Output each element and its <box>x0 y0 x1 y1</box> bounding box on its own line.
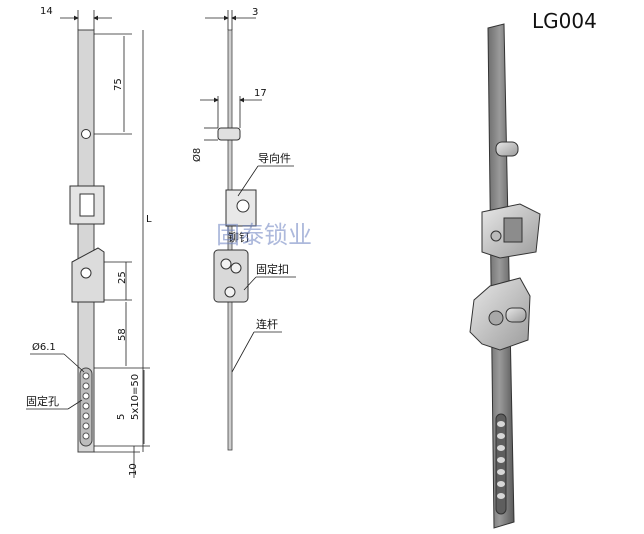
dim-pitch-series: 5x10=50 <box>130 374 141 420</box>
iso-buckle-rivet-right <box>505 307 527 323</box>
label-connecting-rod: 连杆 <box>256 317 278 331</box>
dim-width-14: 14 <box>40 6 53 17</box>
side-rivet-bottom <box>224 286 236 298</box>
dim-hole-diameter: Ø6.1 <box>32 341 56 353</box>
iso-guide-screw <box>490 230 502 242</box>
side-rivet-mid <box>230 262 242 274</box>
dim-length-L: L <box>146 214 152 225</box>
watermark-text: 固泰锁业 <box>216 221 312 249</box>
front-guide-window <box>79 193 95 217</box>
side-rivet-top <box>220 258 232 270</box>
iso-rod <box>487 23 515 529</box>
model-code: LG004 <box>532 9 597 33</box>
front-buckle-hole <box>80 267 92 279</box>
front-top-hole <box>81 129 91 139</box>
isometric-view <box>469 23 541 529</box>
side-rod <box>227 29 233 451</box>
dim-pitch-5: 5 <box>116 414 127 420</box>
dim-end-10: 10 <box>128 463 139 476</box>
dim-pin-17: 17 <box>254 88 267 99</box>
front-view: 14 75 L 25 58 5x10=50 5 10 Ø6.1 固定孔 <box>26 6 152 478</box>
dim-spacing-58: 58 <box>117 328 128 341</box>
iso-buckle-rivet-left <box>488 310 504 326</box>
label-fixed-buckle: 固定扣 <box>256 262 289 276</box>
iso-guide-window <box>503 217 523 243</box>
dim-spacing-75: 75 <box>113 78 124 91</box>
dim-spacing-25: 25 <box>117 271 128 284</box>
label-guide-part: 导向件 <box>258 151 291 165</box>
side-guide-hole <box>236 199 250 213</box>
label-rivet: 铆钉 <box>228 230 250 244</box>
side-view: 3 17 Ø8 导向件 铆钉 固定扣 连杆 <box>191 7 296 451</box>
dim-thickness-3: 3 <box>252 7 258 18</box>
label-fixed-hole: 固定孔 <box>26 394 59 408</box>
dim-diameter-8: Ø8 <box>191 148 203 162</box>
front-slot-holes <box>79 367 93 447</box>
side-pin <box>217 127 241 141</box>
iso-slot-holes <box>495 413 507 515</box>
iso-pin <box>495 141 519 157</box>
